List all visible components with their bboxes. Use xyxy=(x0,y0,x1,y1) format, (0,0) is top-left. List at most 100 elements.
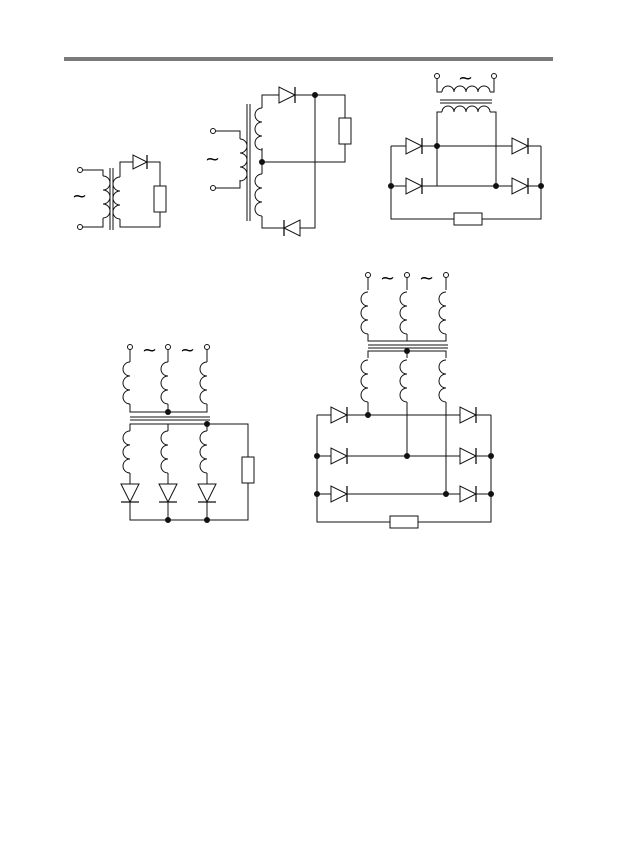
secondary-winding xyxy=(441,105,491,113)
coil-turns xyxy=(199,361,208,405)
ac-symbol: ~ xyxy=(380,268,395,289)
primary-winding xyxy=(102,175,111,219)
primary-winding xyxy=(441,85,491,93)
junction-dot xyxy=(388,183,394,189)
coil-turns xyxy=(122,430,131,474)
diode-anode-triangle xyxy=(282,219,301,237)
diode xyxy=(405,177,424,195)
diode-anode-triangle xyxy=(278,86,297,104)
diode xyxy=(158,483,178,504)
coil-turns xyxy=(199,430,208,474)
junction-dot xyxy=(165,409,171,415)
coil-turns xyxy=(399,359,408,403)
coil-turns xyxy=(122,361,131,405)
diode xyxy=(459,406,478,424)
single-phase-half-wave-rectifier: ~ xyxy=(72,154,167,230)
input-terminal xyxy=(434,73,440,79)
input-terminal xyxy=(165,344,171,350)
secondary-winding-b xyxy=(399,359,408,403)
coil-turns xyxy=(360,291,369,335)
coil-turns xyxy=(441,85,491,93)
junction-dot xyxy=(259,159,265,165)
junction-dot xyxy=(312,92,318,98)
ac-symbol: ~ xyxy=(419,268,434,289)
diode xyxy=(511,137,530,155)
secondary-winding-a xyxy=(360,359,369,403)
diode-anode-triangle xyxy=(330,406,349,424)
secondary-winding-b xyxy=(160,430,169,474)
diode xyxy=(132,154,149,170)
diode xyxy=(282,219,301,237)
diode-anode-triangle xyxy=(132,154,149,170)
junction-dot xyxy=(434,143,440,149)
coil-turns xyxy=(438,359,447,403)
ac-symbol: ~ xyxy=(72,186,87,207)
coil-turns xyxy=(438,291,447,335)
ac-symbol: ~ xyxy=(458,68,473,89)
junction-dot xyxy=(404,348,410,354)
input-terminal xyxy=(77,224,83,230)
junction-dot xyxy=(493,183,499,189)
coil-turns xyxy=(254,107,263,151)
input-terminal xyxy=(77,167,83,173)
load-resistor xyxy=(338,117,352,145)
ac-symbol: ~ xyxy=(205,149,220,170)
coil-turns xyxy=(399,291,408,335)
junction-dot xyxy=(165,517,171,523)
primary-winding-c xyxy=(199,361,208,405)
input-terminal xyxy=(365,272,371,278)
diode xyxy=(459,485,478,503)
load-resistor xyxy=(153,185,167,213)
coil-turns xyxy=(239,138,248,182)
ac-symbol: ~ xyxy=(142,340,157,361)
diode-anode-triangle xyxy=(158,483,178,504)
three-phase-half-wave-rectifier: ~ ~ xyxy=(120,340,255,523)
diode-anode-triangle xyxy=(330,447,349,465)
coil-turns xyxy=(102,175,111,219)
junction-dot xyxy=(538,183,544,189)
junction-dot xyxy=(443,491,449,497)
coil-turns xyxy=(112,176,121,220)
primary-winding-c xyxy=(438,291,447,335)
load-resistor xyxy=(389,515,419,529)
coil-turns xyxy=(160,430,169,474)
diode-anode-triangle xyxy=(511,137,530,155)
secondary-winding-a xyxy=(122,430,131,474)
coil-turns xyxy=(360,359,369,403)
junction-dot xyxy=(204,517,210,523)
coil-turns xyxy=(160,361,169,405)
secondary-winding-c xyxy=(438,359,447,403)
diode xyxy=(511,177,530,195)
primary-winding-a xyxy=(122,361,131,405)
junction-dot xyxy=(314,453,320,459)
primary-winding xyxy=(239,138,248,182)
coil-turns xyxy=(254,173,263,217)
diode-anode-triangle xyxy=(511,177,530,195)
junction-dot xyxy=(488,491,494,497)
junction-dot xyxy=(365,412,371,418)
junction-dot xyxy=(404,453,410,459)
diode xyxy=(197,483,217,504)
input-terminal xyxy=(443,272,449,278)
diode-anode-triangle xyxy=(330,485,349,503)
input-terminal xyxy=(210,185,216,191)
input-terminal xyxy=(491,73,497,79)
single-phase-center-tap-full-wave-rectifier: ~ xyxy=(205,86,352,237)
input-terminal xyxy=(210,128,216,134)
primary-winding-b xyxy=(160,361,169,405)
diode xyxy=(330,406,349,424)
diode xyxy=(459,447,478,465)
junction-dot xyxy=(314,491,320,497)
junction-dot xyxy=(204,421,210,427)
diode xyxy=(278,86,297,104)
secondary-winding-upper xyxy=(254,107,263,151)
secondary-winding-c xyxy=(199,430,208,474)
input-terminal xyxy=(127,344,133,350)
single-phase-bridge-rectifier: ~ xyxy=(388,68,544,226)
input-terminal xyxy=(404,272,410,278)
diode-anode-triangle xyxy=(459,485,478,503)
diode-anode-triangle xyxy=(405,137,424,155)
junction-dot xyxy=(488,453,494,459)
input-terminal xyxy=(204,344,210,350)
